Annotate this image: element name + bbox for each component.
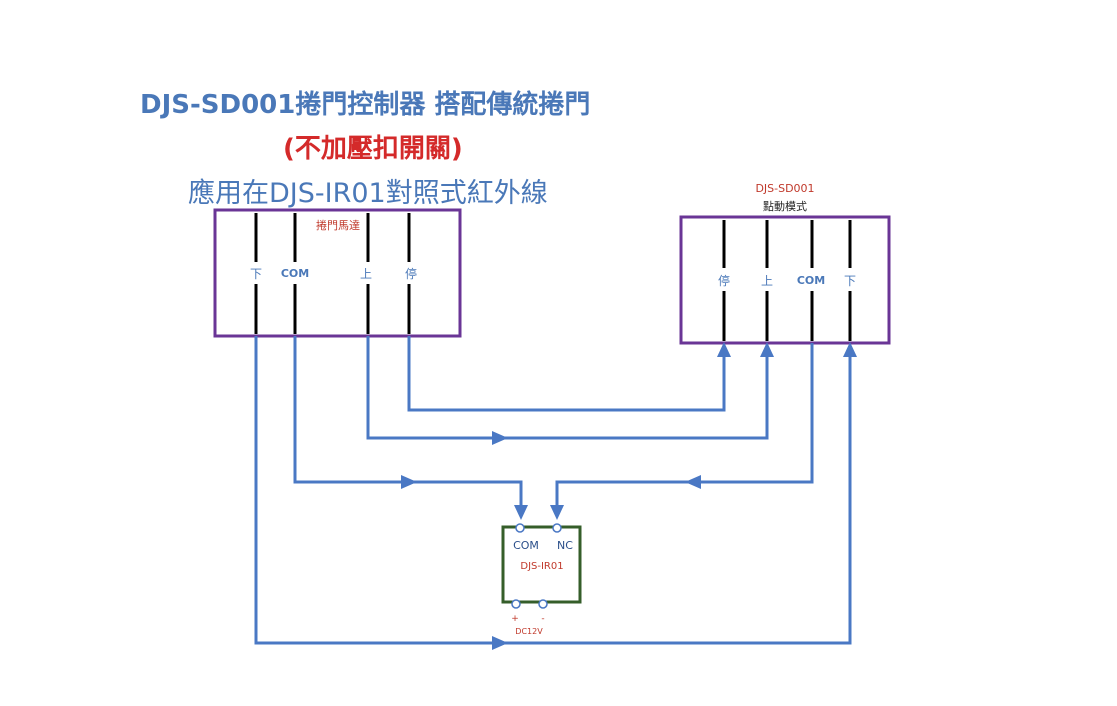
motor-terminal-stop: 停 — [405, 266, 417, 281]
ir-minus-terminal — [538, 599, 548, 609]
ir-plus-terminal — [511, 599, 521, 609]
motor-terminal-com: COM — [281, 267, 309, 280]
ctrl-terminal-com: COM — [797, 274, 825, 287]
arrow-up-to-ctrl-down — [843, 342, 857, 357]
arrow-up-to-ctrl-stop — [717, 342, 731, 357]
title-line-3: 應用在DJS-IR01對照式紅外線 — [188, 178, 548, 209]
arrow-right-up-wire — [492, 431, 508, 445]
ir-nc-terminal — [552, 523, 562, 533]
title-line-1: DJS-SD001捲門控制器 搭配傳統捲門 — [140, 90, 591, 120]
motor-terminal-bars — [254, 213, 411, 334]
ir-box: COM NC DJS-IR01 + - DC12V — [501, 523, 582, 636]
motor-terminal-down: 下 — [250, 267, 262, 281]
arrow-right-com-wire — [401, 475, 417, 489]
motor-box-border — [213, 208, 462, 338]
wire-controller-com — [555, 343, 814, 507]
arrow-up-to-ctrl-up — [760, 342, 774, 357]
ir-com-terminal — [515, 523, 525, 533]
ctrl-terminal-stop: 停 — [718, 273, 730, 288]
arrow-down-ir-com — [514, 505, 528, 520]
controller-box-border — [679, 215, 891, 345]
motor-terminal-up: 上 — [360, 267, 372, 281]
ir-power-label: DC12V — [515, 627, 543, 636]
ir-minus-label: - — [541, 614, 544, 624]
ir-plus-label: + — [511, 614, 519, 624]
controller-box: DJS-SD001 點動模式 停 上 COM 下 — [679, 182, 891, 345]
wire-stop — [407, 336, 726, 412]
ir-com-label: COM — [513, 539, 539, 552]
title-line-2: (不加壓扣開關) — [283, 134, 463, 164]
arrow-right-down-wire — [492, 636, 508, 650]
motor-box-label: 捲門馬達 — [316, 218, 360, 232]
wires — [254, 336, 852, 645]
controller-name: DJS-SD001 — [755, 182, 814, 195]
ir-box-label: DJS-IR01 — [520, 561, 563, 572]
arrow-left-ctrl-com-wire — [685, 475, 701, 489]
arrows — [401, 342, 857, 650]
wire-up — [366, 336, 769, 440]
motor-box: 捲門馬達 下 COM 上 停 — [213, 208, 462, 338]
ir-nc-label: NC — [557, 539, 573, 552]
ctrl-terminal-up: 上 — [761, 274, 773, 288]
controller-terminal-bars — [722, 220, 852, 341]
arrow-down-ir-nc — [550, 505, 564, 520]
wire-down — [254, 336, 852, 645]
controller-mode: 點動模式 — [763, 199, 807, 213]
ctrl-terminal-down: 下 — [844, 274, 856, 288]
